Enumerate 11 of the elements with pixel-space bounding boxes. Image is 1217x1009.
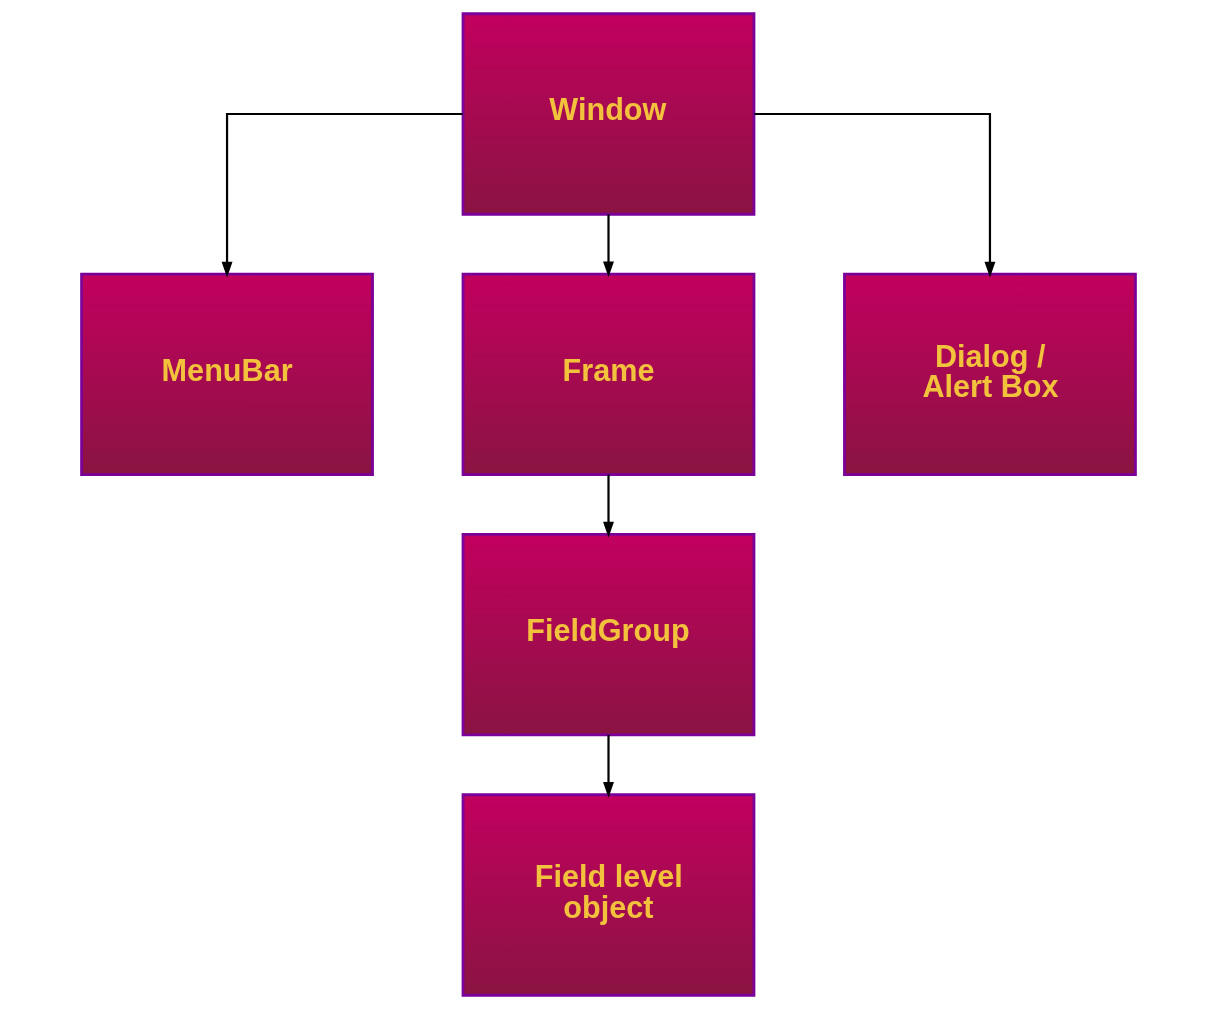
arrow [603,734,614,798]
arrow [754,112,996,278]
node-box: Frame [461,272,756,476]
node-box: Field level object [461,793,756,997]
node-box: Window [461,12,756,216]
node-box: FieldGroup [461,533,756,737]
node-box: Dialog / Alert Box [843,272,1137,476]
arrow [603,214,614,278]
arrow [221,112,463,278]
arrow [603,474,614,538]
node-box: MenuBar [80,272,374,476]
